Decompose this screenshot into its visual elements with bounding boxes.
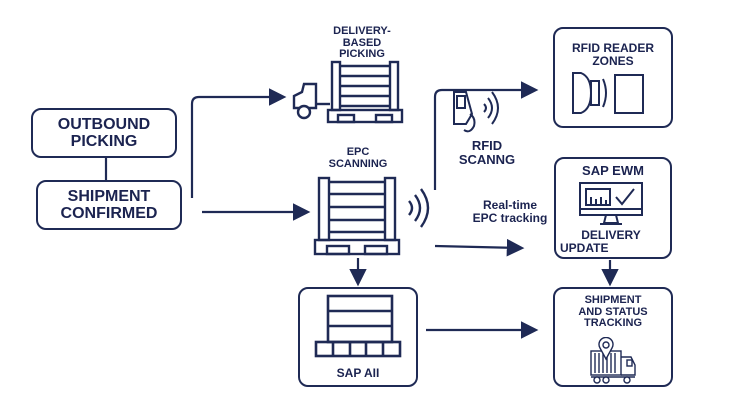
sap-aii-label: SAP AII [336, 366, 380, 380]
forklift-pallet-icon [292, 60, 404, 124]
rfid-scanning-label: RFID SCANNG [452, 139, 522, 166]
rfid-reader-icon [572, 72, 644, 114]
sap-aii-box[interactable]: SAP AII [298, 287, 418, 387]
epc-scanning-line2: SCANNING [328, 157, 388, 170]
handheld-scanner-icon [453, 91, 499, 133]
arrow-to-delivery-picking [190, 88, 287, 198]
shipment-confirmed-box[interactable]: SHIPMENT CONFIRMED [36, 180, 182, 230]
outbound-picking-line1: OUTBOUND [57, 116, 151, 133]
delivery-picking-line2: BASED [342, 36, 382, 49]
shipment-tracking-box[interactable]: SHIPMENT AND STATUS TRACKING [553, 287, 673, 387]
sap-ewm-line2: UPDATE [560, 240, 609, 255]
rfid-scanning-line1: RFID [471, 138, 503, 153]
monitor-check-icon [579, 182, 643, 225]
shipment-tracking-line1: SHIPMENT [584, 294, 642, 306]
truck-location-icon [590, 337, 636, 384]
epc-scanning-line1: EPC [346, 146, 370, 158]
epc-scanning-label: EPC SCANNING [316, 146, 400, 170]
rfid-reader-zones-line2: ZONES [592, 53, 634, 68]
shipment-tracking-line2: AND STATUS [578, 305, 648, 318]
sap-ewm-box[interactable]: SAP EWM DELIVERY UPDATE [554, 157, 672, 259]
rfid-reader-zones-line1: RFID READER [571, 41, 654, 55]
pallet-stack-icon [314, 294, 402, 358]
sap-ewm-title: SAP EWM [582, 163, 644, 178]
delivery-picking-label: DELIVERY- BASED PICKING [322, 25, 402, 61]
realtime-tracking-label: Real-time EPC tracking [464, 199, 556, 224]
rfid-scanning-line2: SCANNG [458, 151, 516, 167]
outbound-picking-line2: PICKING [70, 132, 138, 150]
rfid-reader-zones-box[interactable]: RFID READER ZONES [553, 27, 673, 128]
shipment-tracking-line3: TRACKING [583, 317, 643, 330]
delivery-picking-line1: DELIVERY- [333, 25, 391, 37]
delivery-picking-line3: PICKING [339, 48, 385, 61]
shipment-confirmed-line2: CONFIRMED [60, 204, 158, 222]
outbound-picking-box[interactable]: OUTBOUND PICKING [31, 108, 177, 158]
shipment-confirmed-line1: SHIPMENT [67, 188, 151, 205]
arrow-to-sap-ewm [434, 238, 525, 257]
realtime-line2: EPC tracking [472, 210, 548, 225]
arrow-to-rfid-reader [433, 81, 539, 190]
pallet-rfid-icon [313, 176, 430, 256]
realtime-line1: Real-time [482, 198, 538, 212]
sap-ewm-line1: DELIVERY [581, 228, 641, 242]
